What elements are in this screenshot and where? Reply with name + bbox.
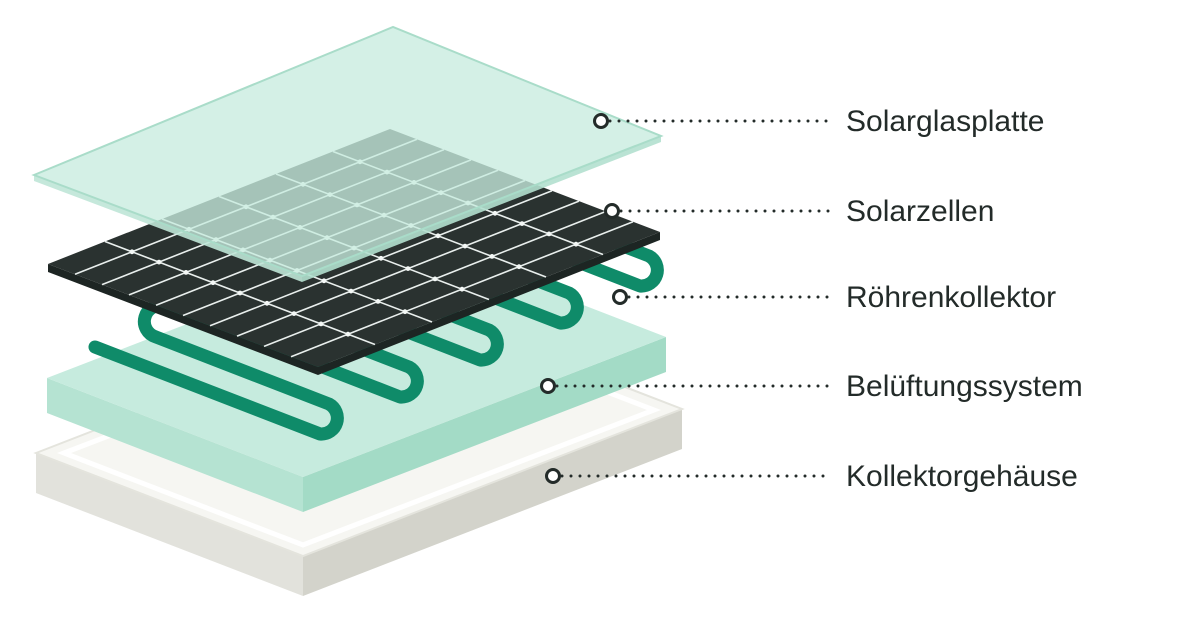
- cell-grid-junction: [546, 231, 552, 237]
- cell-grid-junction: [405, 266, 411, 271]
- cell-grid-junction: [492, 210, 498, 216]
- label-kollektorgehaeuse: Kollektorgehäuse: [846, 460, 1078, 493]
- label-solarglasplatte: Solarglasplatte: [846, 105, 1044, 138]
- cell-grid-junction: [129, 249, 135, 255]
- cell-grid-junction: [435, 233, 441, 239]
- cell-grid-junction: [264, 300, 270, 306]
- ventilation-right-side: [303, 337, 666, 512]
- leader-lines: [540, 113, 832, 484]
- cell-grid-junction: [318, 321, 324, 327]
- cell-grid-junction: [210, 280, 216, 286]
- cell-grid-junction: [432, 276, 438, 282]
- housing-left-side: [36, 453, 303, 596]
- marker-tubes: [612, 289, 628, 305]
- marker-housing: [545, 468, 561, 484]
- cell-grid-junction: [183, 270, 189, 275]
- cell-grid-junction: [516, 264, 522, 270]
- marker-cells: [604, 203, 620, 219]
- label-solarzellen: Solarzellen: [846, 195, 994, 228]
- cell-grid-junction: [321, 278, 327, 284]
- ventilation-left-side: [47, 378, 303, 512]
- cell-grid-junction: [573, 241, 579, 247]
- glass-plate: [31, 25, 664, 278]
- cell-grid-junction: [237, 290, 243, 296]
- glass-plate-edge-right: [302, 136, 661, 282]
- cell-grid-junction: [375, 299, 381, 304]
- housing-right-side: [303, 409, 682, 596]
- layer-labels: Solarglasplatte Solarzellen Röhrenkollek…: [846, 105, 1083, 493]
- cell-grid-junction: [378, 255, 384, 261]
- cell-grid-junction: [402, 309, 408, 315]
- glass-plate-edge: [34, 175, 302, 282]
- cell-grid-junction: [489, 254, 495, 259]
- cell-grid-junction: [462, 243, 468, 249]
- cell-grid-junction: [291, 311, 297, 316]
- cell-grid-junction: [519, 221, 525, 227]
- cell-grid-junction: [348, 288, 354, 294]
- label-belueftungssystem: Belüftungssystem: [846, 370, 1083, 403]
- cell-grid-junction: [459, 286, 465, 292]
- cell-grid-junction: [345, 331, 351, 337]
- marker-glass: [593, 113, 609, 129]
- marker-ventilation: [540, 378, 556, 394]
- solar-glass-layer: [31, 25, 664, 282]
- label-roehrenkollektor: Röhrenkollektor: [846, 281, 1056, 314]
- cell-grid-junction: [156, 259, 162, 265]
